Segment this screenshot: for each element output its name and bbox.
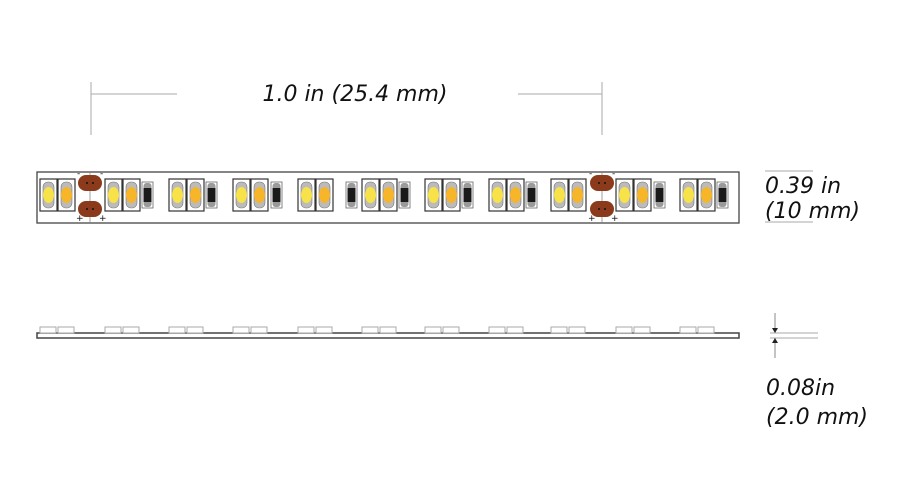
solder-pad [590,201,614,217]
led-warm-white [550,178,569,212]
side-led [250,326,268,334]
led-warm-white [104,178,123,212]
resistor [270,181,283,209]
side-led [488,326,506,334]
resistor [461,181,474,209]
arrow-up-icon [772,338,778,343]
resistor [716,181,729,209]
minus-mark: - [77,169,80,179]
led-warm-white [168,178,187,212]
led-warm-white [39,178,58,212]
led-amber [186,178,205,212]
led-warm-white [488,178,507,212]
led-pair [679,178,716,212]
led-pair [361,178,398,212]
cut-point: - - + + [588,169,619,224]
led-amber [568,178,587,212]
side-led [232,326,250,334]
resistor [653,181,666,209]
side-led [679,326,697,334]
led-pair [297,178,334,212]
plus-mark: + [76,214,84,224]
resistor [525,181,538,209]
plus-mark: + [99,214,107,224]
side-led [568,326,586,334]
led-amber [315,178,334,212]
side-led [506,326,524,334]
led-amber [122,178,141,212]
strip-top-view: - - + + - - + + [36,169,740,224]
led-pair [550,178,587,212]
width-label-mm: (10 mm) [765,199,860,224]
resistor [141,181,154,209]
led-amber [57,178,76,212]
side-led [550,326,568,334]
minus-mark: - [100,169,103,179]
led-warm-white [615,178,634,212]
minus-mark: - [589,169,592,179]
thickness-label-inch: 0.08in [766,376,835,401]
solder-pad [590,175,614,191]
side-led [697,326,715,334]
resistor [398,181,411,209]
led-pair [424,178,461,212]
side-led [424,326,442,334]
side-led [297,326,315,334]
side-led [104,326,122,334]
solder-pad [78,175,102,191]
length-label: 1.0 in (25.4 mm) [262,82,447,107]
resistor [205,181,218,209]
led-amber [442,178,461,212]
led-warm-white [679,178,698,212]
side-led [315,326,333,334]
side-led [442,326,460,334]
side-led [186,326,204,334]
led-amber [506,178,525,212]
plus-mark: + [611,214,619,224]
led-amber [250,178,269,212]
resistor [345,181,358,209]
led-pair [615,178,652,212]
side-led [361,326,379,334]
led-pair [168,178,205,212]
side-led [615,326,633,334]
width-label-inch: 0.39 in [765,174,841,199]
minus-mark: - [612,169,615,179]
led-amber [633,178,652,212]
solder-pad [78,201,102,217]
led-warm-white [297,178,316,212]
side-led [57,326,75,334]
led-pair [104,178,141,212]
led-pair [488,178,525,212]
side-led [122,326,140,334]
cut-point: - - + + [76,169,107,224]
strip-side-outline [36,332,740,339]
length-dimension: 1.0 in (25.4 mm) [90,82,603,135]
side-led [633,326,651,334]
thickness-label-mm: (2.0 mm) [766,405,868,430]
side-led [39,326,57,334]
side-led [168,326,186,334]
led-amber [379,178,398,212]
strip-side-view [36,326,740,339]
thickness-dimension: 0.08in (2.0 mm) [766,313,868,430]
led-amber [697,178,716,212]
width-dimension: 0.39 in (10 mm) [765,170,860,224]
led-pair [39,178,76,212]
led-warm-white [424,178,443,212]
led-warm-white [361,178,380,212]
led-warm-white [232,178,251,212]
arrow-down-icon [772,328,778,333]
side-led [379,326,397,334]
led-pair [232,178,269,212]
plus-mark: + [588,214,596,224]
